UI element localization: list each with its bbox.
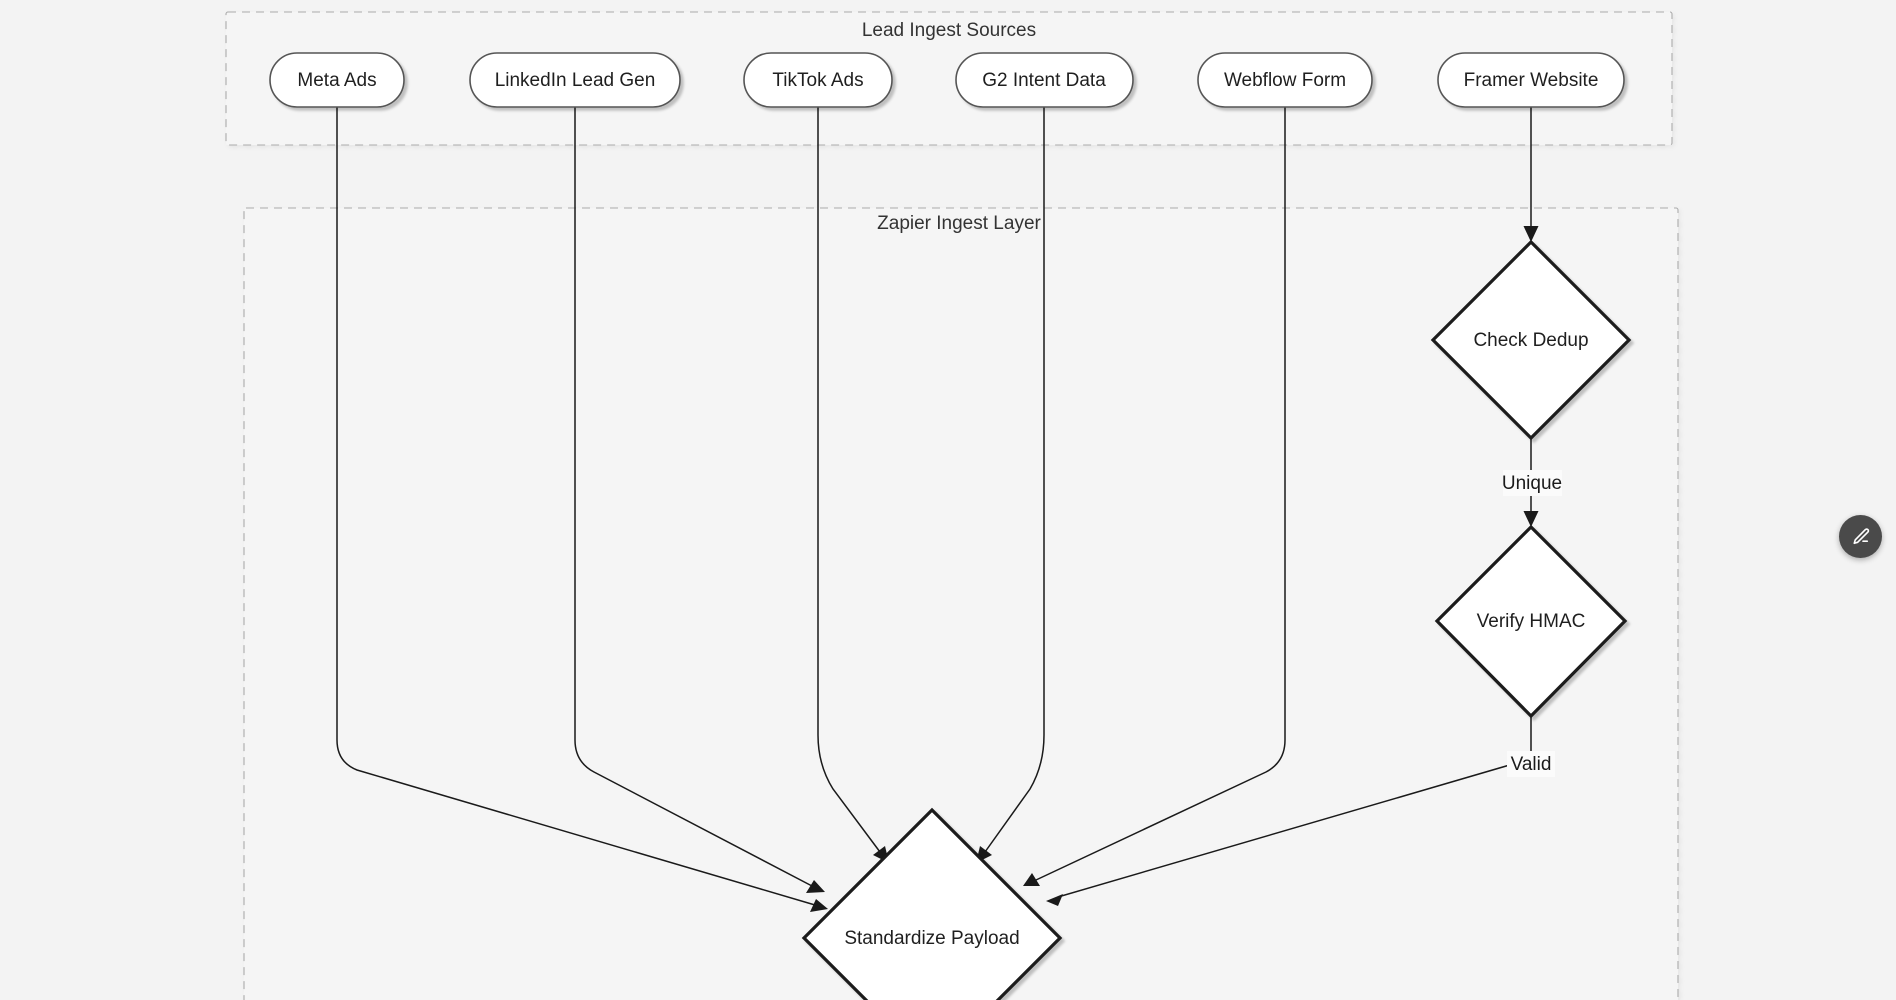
node-g2-intent-data[interactable]: G2 Intent Data [955,52,1134,108]
edge-label-unique: Unique [1502,470,1562,496]
edge-framer-website-to-check-dedup[interactable] [1523,107,1539,242]
node-shape [955,52,1134,108]
node-label-webflow-form: Webflow Form [1224,70,1346,91]
edit-diagram-button[interactable] [1839,515,1882,558]
node-meta-ads[interactable]: Meta Ads [269,52,405,108]
node-shape [1434,524,1628,719]
pencil-icon [1850,526,1872,548]
node-label-verify-hmac: Verify HMAC [1477,611,1586,632]
node-shape [1430,239,1632,441]
cluster-box [225,11,1673,146]
node-shape [801,807,1063,1000]
edge-label-background [1507,751,1555,777]
edge-webflow-form-to-standardize-payload[interactable] [1023,107,1286,886]
edge-label-valid: Valid [1507,751,1555,777]
edge-label-text-unique: Unique [1502,473,1562,494]
node-label-check-dedup: Check Dedup [1473,330,1588,351]
node-shape [269,52,405,108]
node-shape [743,52,893,108]
node-label-linkedin-lead-gen: LinkedIn Lead Gen [495,70,656,91]
node-linkedin-lead-gen[interactable]: LinkedIn Lead Gen [469,52,681,108]
node-label-meta-ads: Meta Ads [297,70,376,91]
node-label-g2-intent-data: G2 Intent Data [982,70,1106,91]
cluster-zapier-ingest-layer: Zapier Ingest Layer [243,207,1679,1000]
node-shape [1437,52,1625,108]
cluster-label-lead-ingest-sources: Lead Ingest Sources [862,20,1036,41]
node-label-standardize-payload: Standardize Payload [844,928,1019,949]
node-shape [1197,52,1373,108]
node-standardize-payload[interactable]: Standardize Payload [801,807,1063,1000]
cluster-label-zapier-ingest-layer: Zapier Ingest Layer [877,213,1041,234]
node-webflow-form[interactable]: Webflow Form [1197,52,1373,108]
edge-label-background [1503,470,1562,496]
cluster-lead-ingest-sources: Lead Ingest Sources [225,11,1673,146]
edge-meta-ads-to-standardize-payload[interactable] [336,107,828,912]
node-check-dedup[interactable]: Check Dedup [1430,239,1632,441]
edge-linkedin-lead-gen-to-standardize-payload[interactable] [574,107,825,893]
node-shape [469,52,681,108]
node-label-framer-website: Framer Website [1464,70,1599,91]
node-tiktok-ads[interactable]: TikTok Ads [743,52,893,108]
node-verify-hmac[interactable]: Verify HMAC [1434,524,1628,719]
cluster-box [243,207,1679,1000]
edge-label-text-valid: Valid [1511,754,1552,775]
node-framer-website[interactable]: Framer Website [1437,52,1625,108]
node-label-tiktok-ads: TikTok Ads [772,70,863,91]
